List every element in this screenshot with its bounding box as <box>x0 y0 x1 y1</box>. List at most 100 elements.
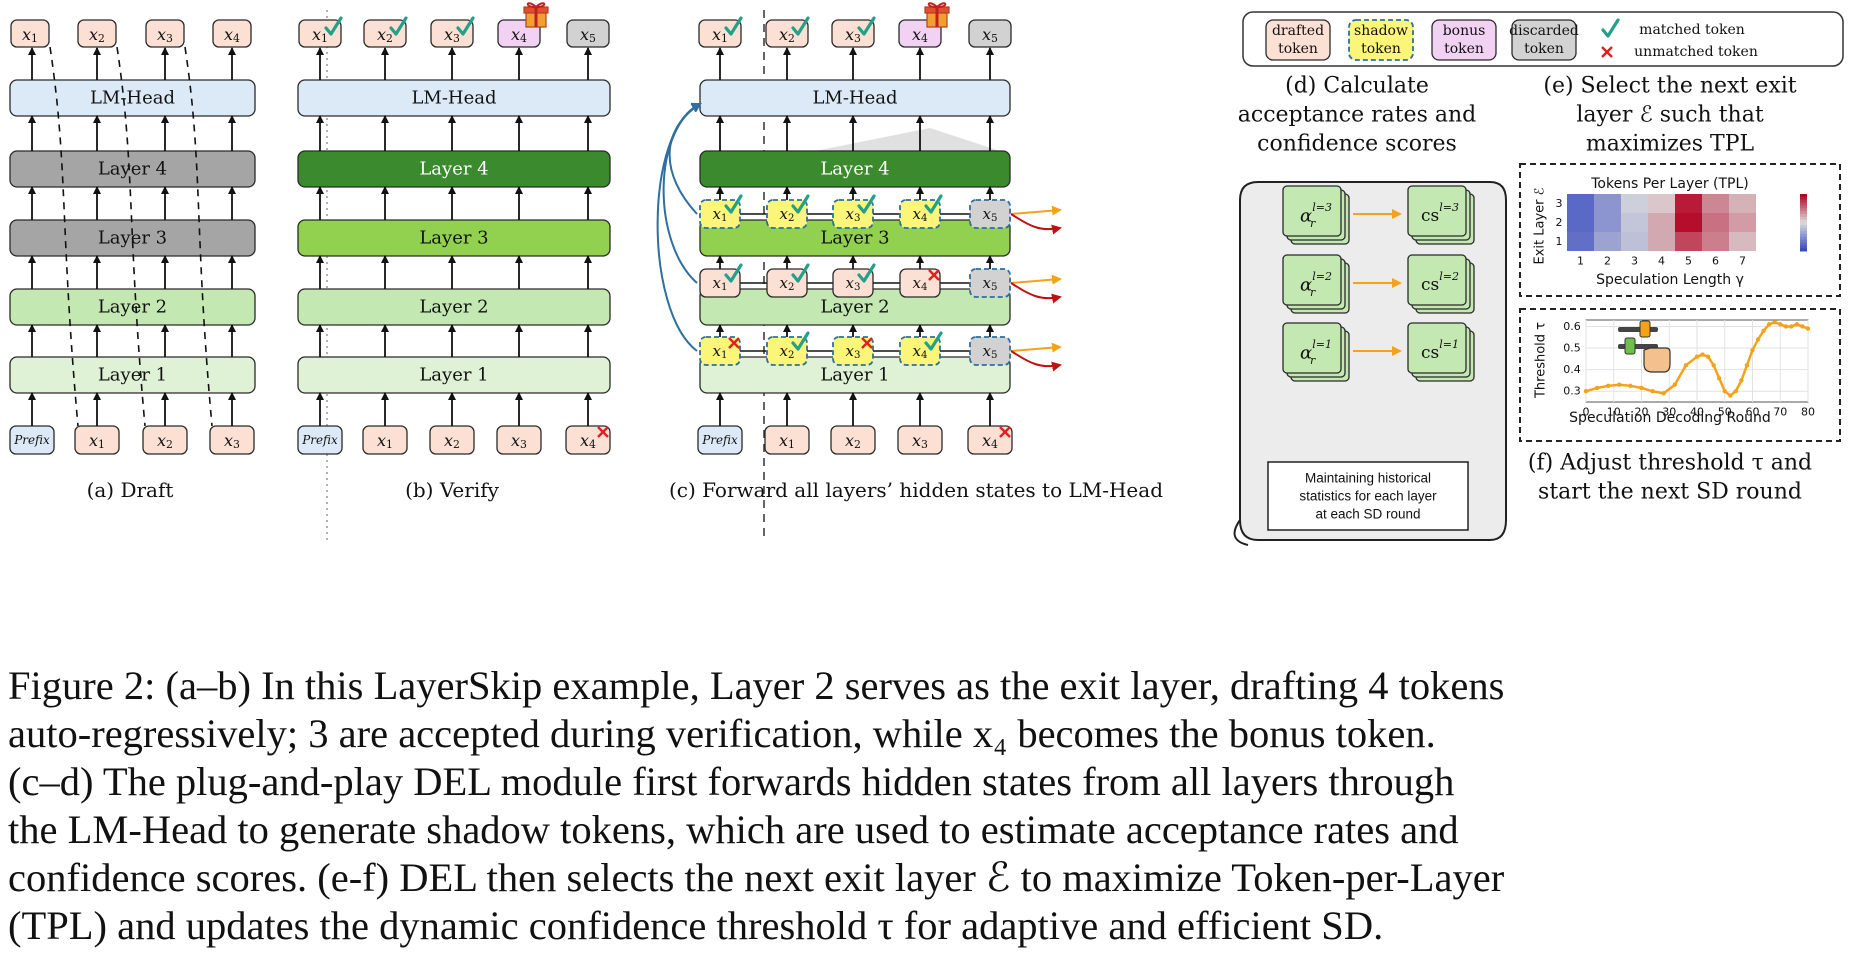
line-xtick: 70 <box>1773 406 1787 419</box>
output-token-label: x3 <box>845 25 861 45</box>
threshold-point <box>1694 354 1700 359</box>
layer-label: Layer 1 <box>419 365 488 386</box>
heatmap-cell <box>1567 213 1594 232</box>
heatmap-cell <box>1648 194 1675 213</box>
input-token-label: x3 <box>912 431 928 451</box>
line-ytick: 0.6 <box>1563 320 1581 333</box>
output-token-label: x4 <box>912 25 928 45</box>
matched-check-icon <box>857 194 876 214</box>
input-token-label: x1 <box>377 431 393 451</box>
threshold-point <box>1617 382 1622 387</box>
legend-label: discarded <box>1509 23 1579 39</box>
input-token-label: x2 <box>845 431 861 451</box>
caption-line: auto-regressively; 3 are accepted during… <box>8 711 1436 756</box>
colorbar-step <box>1800 231 1807 235</box>
output-token-label: x3 <box>157 25 173 45</box>
line-xtick: 20 <box>1635 406 1649 419</box>
line-ytick: 0.3 <box>1563 385 1581 398</box>
shadow-token-label: x5 <box>983 205 998 224</box>
shadow-token-label: x2 <box>780 274 795 293</box>
lm-head-label: LM-Head <box>812 88 897 109</box>
output-token-label: x1 <box>712 25 728 45</box>
matched-check-icon <box>791 263 810 283</box>
acceptance-arrow <box>1010 205 1062 216</box>
layer-label: Layer 3 <box>98 228 167 249</box>
colorbar-step <box>1800 194 1807 198</box>
shadow-token-label: x1 <box>713 205 728 224</box>
autoregressive-dash <box>184 46 213 427</box>
output-token-label: x1 <box>22 25 38 45</box>
colorbar-step <box>1800 228 1807 232</box>
heatmap-ytick: 3 <box>1556 197 1563 210</box>
caption-a: (a) Draft <box>87 478 174 502</box>
threshold-point <box>1789 324 1794 329</box>
threshold-point <box>1606 383 1611 389</box>
output-token-label: x2 <box>377 25 393 45</box>
input-token-label: x2 <box>444 431 460 451</box>
hand-shape <box>1643 347 1671 373</box>
caption-line: (TPL) and updates the dynamic confidence… <box>8 903 1384 948</box>
heatmap-cell <box>1594 232 1621 251</box>
slider-knob <box>1624 337 1636 355</box>
colorbar-step <box>1800 196 1807 201</box>
gift-icon <box>523 2 549 28</box>
cross-stroke <box>999 426 1011 438</box>
lm-head-label: LM-Head <box>90 88 175 109</box>
autoregressive-dash <box>49 46 79 427</box>
threshold-point <box>1705 354 1711 359</box>
colorbar-step <box>1800 199 1807 204</box>
threshold-point <box>1783 324 1789 329</box>
colorbar-step <box>1800 239 1807 243</box>
matched-check-icon <box>857 263 876 283</box>
shadow-token <box>899 336 941 366</box>
output-token-label: x5 <box>580 25 596 45</box>
colorbar-step <box>1800 219 1807 223</box>
legend: draftedtokenshadowtokenbonustokendiscard… <box>1242 11 1844 67</box>
legend-label: token <box>1361 41 1401 57</box>
line-xtick: 10 <box>1607 406 1621 419</box>
heatmap-cell <box>1621 194 1648 213</box>
heatmap-xlabel: Speculation Length γ <box>1596 272 1744 288</box>
hidden-state-arrow <box>668 102 702 215</box>
input-token-label: x4 <box>580 431 596 451</box>
heatmap-xtick: 7 <box>1739 255 1746 268</box>
shadow-token-label: x2 <box>780 342 795 361</box>
threshold-point <box>1639 385 1644 391</box>
threshold-point <box>1761 328 1766 333</box>
legend-swatch <box>1511 19 1577 61</box>
threshold-point <box>1733 389 1739 394</box>
hidden-state-arrow <box>656 102 702 352</box>
caption-line: (c–d) The plug-and-play DEL module first… <box>8 759 1455 804</box>
alpha-card <box>1282 322 1342 374</box>
input-token-label: x2 <box>157 431 173 451</box>
matched-check-icon <box>924 194 943 214</box>
unmatched-cross-icon <box>928 269 940 281</box>
unmatched-cross-icon <box>861 337 873 349</box>
shadow-token <box>766 199 808 229</box>
matched-check-icon <box>1601 18 1620 38</box>
shadow-token <box>699 336 741 366</box>
legend-matched-label: matched token <box>1639 22 1745 38</box>
lm-head-label: LM-Head <box>411 88 496 109</box>
heatmap-xtick: 1 <box>1577 255 1584 268</box>
line-xtick: 60 <box>1746 406 1760 419</box>
shadow-token-label: x3 <box>846 342 861 361</box>
shadow-token-label: x4 <box>913 274 928 293</box>
colorbar-step <box>1800 225 1807 229</box>
matched-check-icon <box>324 16 343 36</box>
threshold-point <box>1766 322 1772 327</box>
layer-label: Layer 2 <box>820 297 889 318</box>
cs-card <box>1407 322 1467 374</box>
confidence-arrow <box>1010 282 1062 304</box>
legend-unmatched-label: unmatched token <box>1634 44 1758 60</box>
layer-label: Layer 4 <box>820 159 889 180</box>
shadow-token-label: x1 <box>713 274 728 293</box>
line-xtick: 0 <box>1583 406 1590 419</box>
caption-line: confidence scores. (e-f) DEL then select… <box>8 855 1505 900</box>
line-xtick: 40 <box>1690 406 1704 419</box>
colorbar-step <box>1800 242 1807 246</box>
legend-label: bonus <box>1443 23 1486 39</box>
